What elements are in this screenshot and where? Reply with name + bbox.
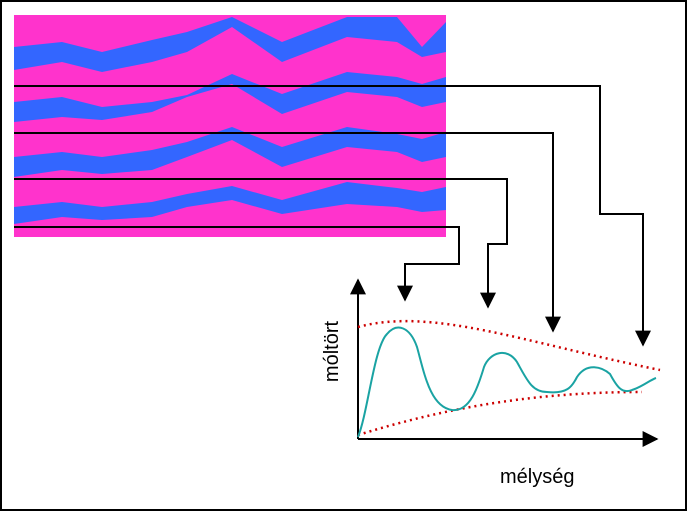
x-axis-label: mélység (500, 466, 574, 489)
concentration-curve (358, 328, 656, 437)
y-axis-label: móltört (321, 321, 344, 382)
profile-graph (358, 280, 660, 439)
sample-line-4 (14, 227, 459, 300)
lower-envelope (358, 392, 642, 435)
sediment-block (14, 15, 446, 237)
